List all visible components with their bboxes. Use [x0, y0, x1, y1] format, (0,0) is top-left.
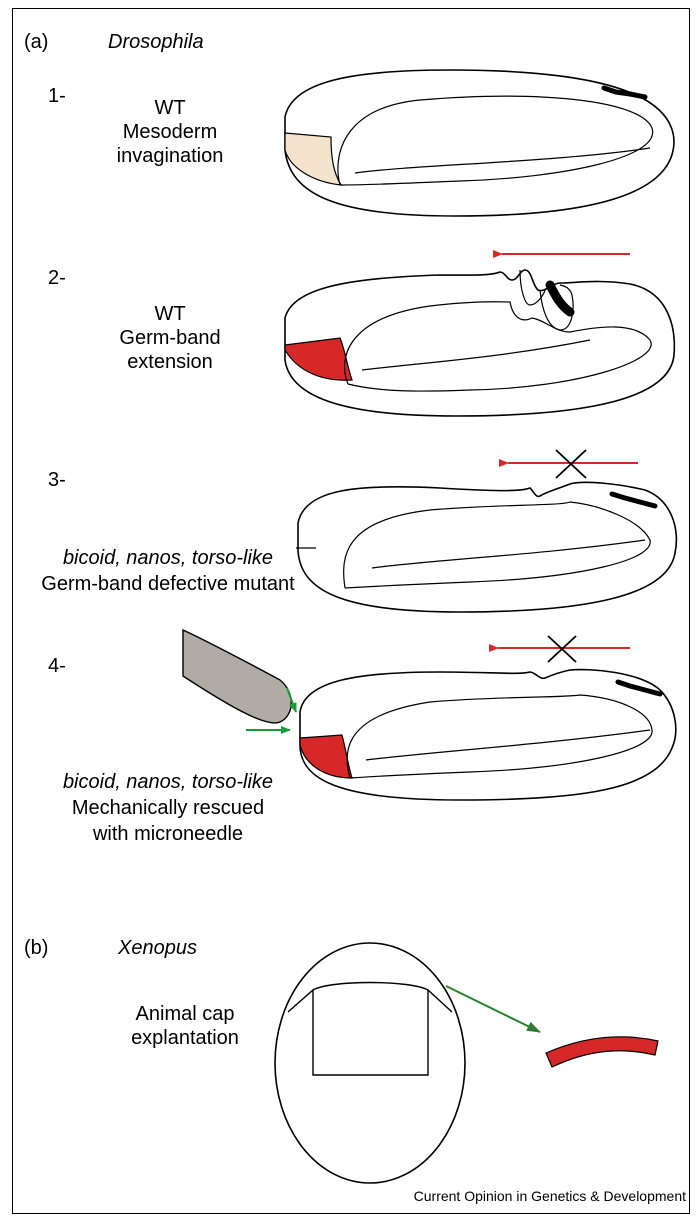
embryo-2-wt-germ-band-extension [285, 254, 674, 416]
embryo-4-outline [300, 670, 676, 800]
embryo-4-red-pole [300, 735, 352, 778]
animal-cap-explant [546, 1037, 658, 1067]
embryo-3-outline [298, 482, 676, 612]
xenopus-embryo-outline [275, 943, 465, 1183]
embryo-3-germ-band-defective [296, 450, 676, 612]
microneedle [183, 630, 291, 723]
embryo-2-outline [285, 270, 674, 416]
embryo-1-wt-mesoderm-invagination [285, 70, 674, 216]
xenopus-animal-cap-explant [275, 943, 658, 1183]
embryo-4-mechanically-rescued [183, 630, 676, 800]
